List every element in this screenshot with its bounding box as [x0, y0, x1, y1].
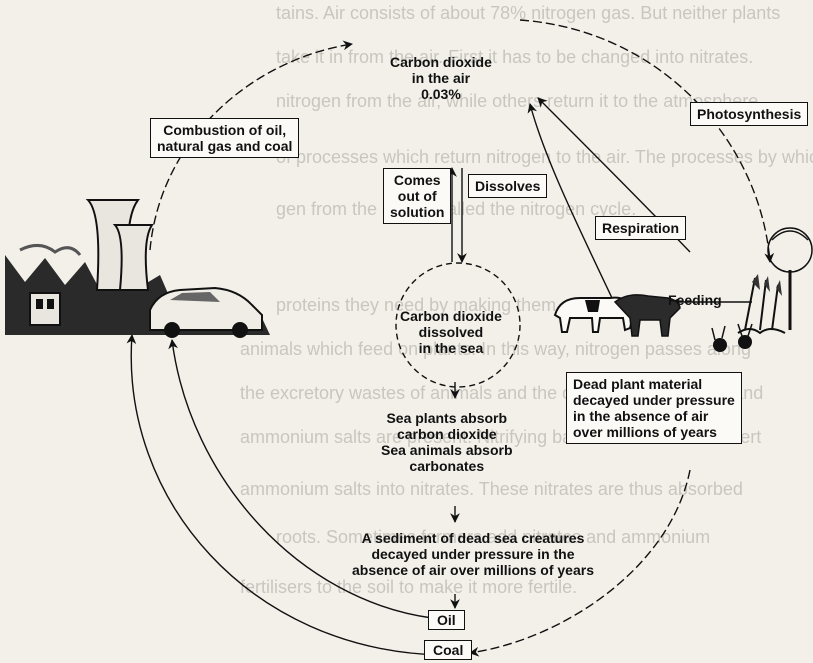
background-line: ammonium salts into nitrates. These nitr… [240, 479, 743, 499]
background-line: roots. Sometimes farmers add nitrates an… [276, 527, 711, 547]
cows-illustration [553, 294, 681, 337]
node-photosynthesis: Photosynthesis [690, 102, 809, 127]
plants-illustration [711, 227, 813, 352]
background-line: animals which feed on plants. In this wa… [240, 339, 751, 359]
node-coal: Coal [424, 640, 473, 661]
background-line: fertilisers to the soil to make it more … [240, 577, 578, 597]
industry-illustration [5, 199, 270, 338]
background-line: tains. Air consists of about 78% nitroge… [276, 3, 781, 23]
node-dissolves: Dissolves [468, 174, 548, 199]
arrow-oil-to-combustion [168, 339, 433, 619]
sea-circle [395, 262, 521, 388]
background-line: take it in from the air. First it has to… [276, 47, 754, 67]
background-line: gen from the air are called the nitrogen… [276, 199, 637, 219]
node-feeding: Feeding [668, 292, 722, 308]
arrow-deadplant-to-coal [469, 469, 691, 657]
arrow-animal-respiration [527, 103, 613, 299]
arrow-combustion-to-air [149, 40, 353, 251]
background-line: of processes which return nitrogen to th… [276, 147, 813, 167]
node-combustion: Combustion of oil,natural gas and coal [150, 118, 300, 159]
background-line: nitrogen from the air, while others retu… [276, 91, 764, 111]
arrow-air-to-plants [519, 19, 775, 263]
node-oil: Oil [428, 610, 465, 631]
arrow-coal-to-combustion [126, 334, 441, 656]
node-respiration: Respiration [595, 216, 687, 241]
